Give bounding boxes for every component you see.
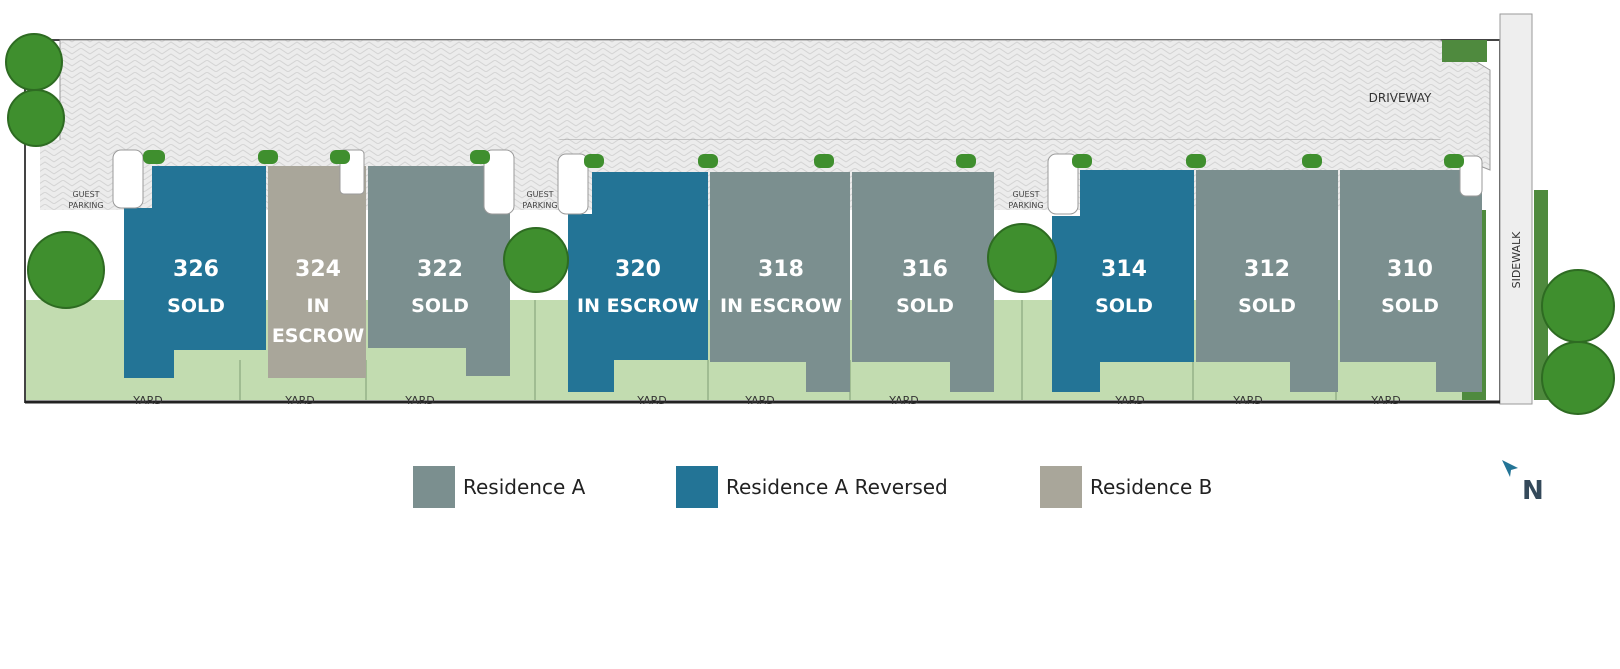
unit-status: IN ESCROW — [720, 295, 842, 317]
legend-swatch — [676, 466, 718, 508]
unit-number: 320 — [615, 257, 661, 282]
svg-text:GUEST: GUEST — [1012, 190, 1039, 199]
unit-status: SOLD — [896, 295, 954, 317]
site-plan-map: DRIVEWAY SIDEWALK GUEST PARKING GUEST PA… — [5, 13, 1615, 415]
yard-label: YARD — [284, 394, 315, 407]
unit-number: 316 — [902, 257, 948, 282]
tree-icon — [7, 89, 65, 147]
yard-labels: YARD YARD YARD YARD YARD YARD YARD YARD … — [132, 394, 1401, 407]
grass-strip — [1534, 190, 1548, 400]
unit-footprint-316[interactable] — [852, 172, 994, 392]
unit-status: ESCROW — [272, 325, 364, 347]
unit-status: SOLD — [167, 295, 225, 317]
unit-status: IN — [307, 295, 330, 317]
yard-label: YARD — [404, 394, 435, 407]
unit-footprint-310[interactable] — [1340, 170, 1482, 392]
tree-icon — [503, 227, 569, 293]
legend-label: Residence B — [1090, 475, 1213, 499]
unit-number: 310 — [1387, 257, 1433, 282]
trees — [5, 33, 1615, 415]
unit-footprint-312[interactable] — [1196, 170, 1338, 392]
compass: N — [1500, 458, 1560, 508]
unit-status: SOLD — [1381, 295, 1439, 317]
unit-status: SOLD — [411, 295, 469, 317]
unit-status: SOLD — [1238, 295, 1296, 317]
tree-icon — [5, 33, 63, 91]
legend-swatch — [1040, 466, 1082, 508]
legend-label: Residence A Reversed — [726, 475, 948, 499]
yard-label: YARD — [744, 394, 775, 407]
unit-footprint-320[interactable] — [568, 172, 708, 392]
yard-label: YARD — [888, 394, 919, 407]
sidewalk-label: SIDEWALK — [1510, 231, 1523, 289]
guest-parking-label: GUEST PARKING — [1008, 190, 1043, 210]
yard-label: YARD — [1232, 394, 1263, 407]
legend-swatch — [413, 466, 455, 508]
unit-status: SOLD — [1095, 295, 1153, 317]
unit-number: 322 — [417, 257, 463, 282]
tree-icon — [27, 231, 105, 309]
compass-letter: N — [1522, 476, 1544, 506]
unit-footprint-318[interactable] — [710, 172, 850, 392]
unit-number: 314 — [1101, 257, 1147, 282]
unit-footprint-324[interactable] — [268, 166, 366, 378]
svg-text:GUEST: GUEST — [526, 190, 553, 199]
unit-footprints — [124, 166, 1482, 392]
yard-label: YARD — [132, 394, 163, 407]
guest-parking-label: GUEST PARKING — [68, 190, 103, 210]
svg-text:PARKING: PARKING — [1008, 201, 1043, 210]
svg-text:GUEST: GUEST — [72, 190, 99, 199]
legend-item-residence-a-reversed: Residence A Reversed — [676, 466, 948, 508]
tree-icon — [987, 223, 1057, 293]
legend-item-residence-a: Residence A — [413, 466, 585, 508]
grass-strip — [1442, 40, 1487, 62]
yard-label: YARD — [636, 394, 667, 407]
unit-footprint-326[interactable] — [124, 166, 266, 378]
driveway-label: DRIVEWAY — [1369, 91, 1432, 105]
unit-footprint-314[interactable] — [1052, 170, 1194, 392]
unit-number: 318 — [758, 257, 804, 282]
yard-label: YARD — [1114, 394, 1145, 407]
svg-text:PARKING: PARKING — [68, 201, 103, 210]
svg-text:PARKING: PARKING — [522, 201, 557, 210]
unit-footprint-322[interactable] — [368, 166, 510, 376]
tree-icon — [1541, 341, 1615, 415]
legend-item-residence-b: Residence B — [1040, 466, 1212, 508]
legend: Residence A Residence A Reversed Residen… — [0, 466, 1620, 516]
unit-status: IN ESCROW — [577, 295, 699, 317]
unit-number: 324 — [295, 257, 341, 282]
guest-parking-label: GUEST PARKING — [522, 190, 557, 210]
tree-icon — [1541, 269, 1615, 343]
unit-labels: 326 SOLD 324 IN ESCROW 322 SOLD 320 IN E… — [167, 257, 1439, 347]
legend-label: Residence A — [463, 475, 586, 499]
unit-number: 326 — [173, 257, 219, 282]
north-arrow-icon — [1502, 460, 1518, 477]
unit-number: 312 — [1244, 257, 1290, 282]
yard-label: YARD — [1370, 394, 1401, 407]
